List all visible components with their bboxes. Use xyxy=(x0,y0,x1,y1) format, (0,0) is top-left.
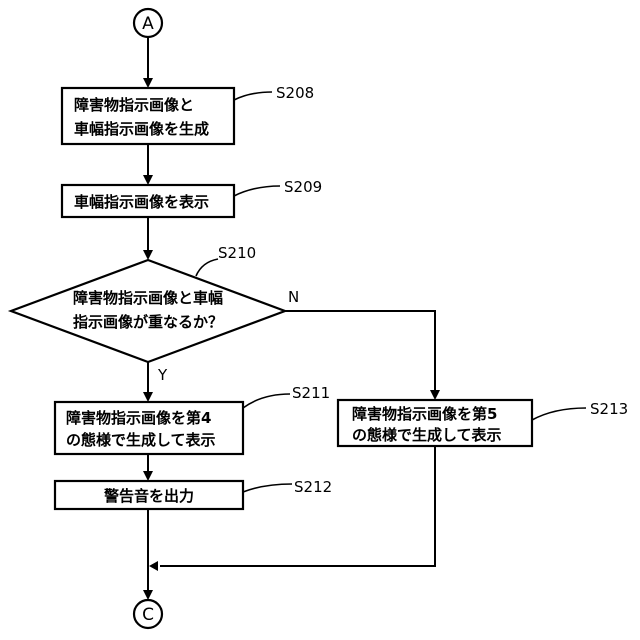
s210-no-label: N xyxy=(288,288,299,306)
s210-step-label: S210 xyxy=(218,244,256,262)
s213-step-label: S213 xyxy=(590,400,628,418)
s212-text: 警告音を出力 xyxy=(103,487,194,505)
s212-leader-line xyxy=(243,484,292,492)
s211-step-label: S211 xyxy=(292,384,330,402)
arrowhead-s209-s210 xyxy=(143,250,153,260)
s208-step-label: S208 xyxy=(276,84,314,102)
s209-step-label: S209 xyxy=(284,178,322,196)
s213-line2: の態様で生成して表示 xyxy=(352,426,502,444)
s210-leader-line xyxy=(196,259,218,276)
arrowhead-s212-c xyxy=(143,590,153,600)
s208-line2: 車幅指示画像を生成 xyxy=(74,120,209,138)
decision-diamond-s210 xyxy=(11,260,285,362)
s212-step-label: S212 xyxy=(294,478,332,496)
s213-leader-line xyxy=(532,408,586,420)
s211-line1: 障害物指示画像を第4 xyxy=(66,409,211,427)
s209-leader-line xyxy=(234,186,280,196)
s208-leader-line xyxy=(234,92,272,100)
arrowhead-s210-s213 xyxy=(430,390,440,400)
connector-c-label: C xyxy=(142,605,154,625)
arrowhead-s210-s211 xyxy=(143,392,153,402)
s210-line1: 障害物指示画像と車幅 xyxy=(73,289,223,307)
s211-leader-line xyxy=(243,394,290,408)
s210-line2: 指示画像が重なるか？ xyxy=(73,313,223,331)
arrowhead-s208-s209 xyxy=(143,175,153,185)
flow-line-s210-no-s213 xyxy=(285,311,435,390)
arrowhead-s213-merge xyxy=(149,561,158,571)
s210-yes-label: Y xyxy=(157,366,168,384)
s208-line1: 障害物指示画像と xyxy=(74,96,194,114)
arrowhead-s211-s212 xyxy=(143,471,153,481)
arrowhead-a-s208 xyxy=(143,78,153,88)
s213-line1: 障害物指示画像を第5 xyxy=(352,405,497,423)
s209-text: 車幅指示画像を表示 xyxy=(74,193,209,211)
s211-line2: の態様で生成して表示 xyxy=(66,431,216,449)
connector-a-label: A xyxy=(142,14,154,34)
